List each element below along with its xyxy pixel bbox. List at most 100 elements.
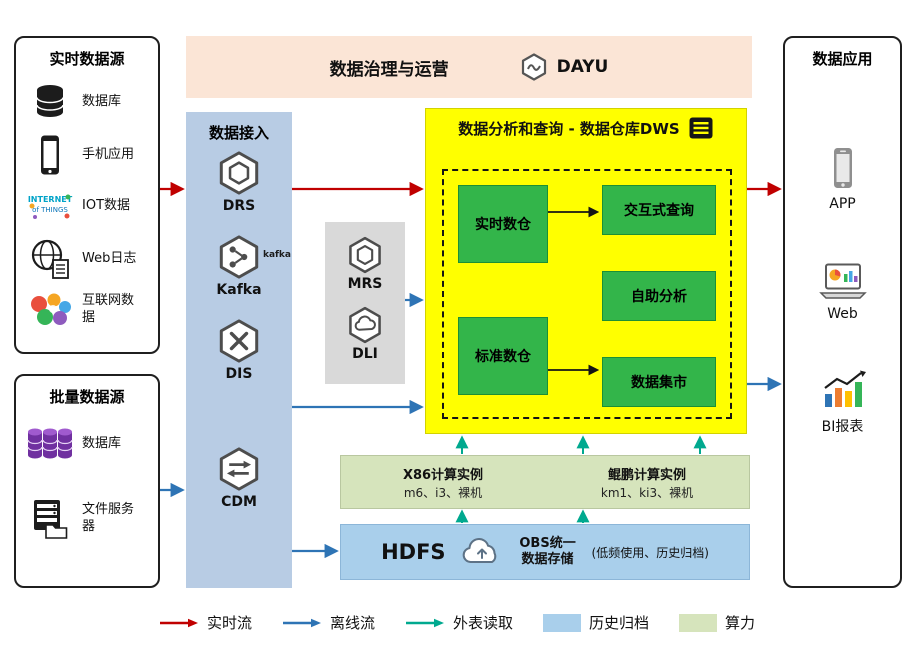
dayu-logo-text: DAYU bbox=[556, 57, 609, 77]
source-item-label: 数据库 bbox=[82, 435, 122, 451]
app-item-label: APP bbox=[829, 196, 856, 212]
kafka-icon bbox=[219, 235, 259, 279]
ingestion-item-label: Kafka bbox=[216, 282, 262, 298]
dws-title-row: 数据分析和查询 - 数据仓库DWS bbox=[426, 116, 746, 140]
source-item-file-server: 文件服务器 bbox=[26, 498, 154, 540]
source-item-label: 文件服务器 bbox=[82, 502, 135, 534]
source-item-database: 数据库 bbox=[26, 82, 154, 122]
source-item-web-log: Web日志 bbox=[26, 238, 154, 280]
source-item-label: Web日志 bbox=[82, 250, 137, 266]
legend-offline-flow: 离线流 bbox=[282, 612, 375, 633]
warehouse-realtime: 实时数仓 bbox=[458, 185, 548, 263]
blue-arrow-icon bbox=[282, 618, 321, 627]
x86-compute-models: m6、i3、裸机 bbox=[403, 485, 483, 500]
kunpeng-compute-models: km1、ki3、裸机 bbox=[600, 485, 694, 500]
file-server-icon bbox=[26, 498, 74, 540]
red-arrow-icon bbox=[159, 618, 198, 627]
realtime-sources-title: 实时数据源 bbox=[49, 50, 125, 68]
kunpeng-compute-title: 鲲鹏计算实例 bbox=[607, 467, 686, 483]
batch-sources-panel: 批量数据源 bbox=[14, 374, 160, 588]
legend-realtime-flow: 实时流 bbox=[159, 612, 252, 633]
governance-title: 数据治理与运营 bbox=[329, 59, 449, 80]
internet-data-icon bbox=[26, 292, 74, 328]
legend-label: 离线流 bbox=[329, 614, 375, 632]
database-stack-icon bbox=[26, 424, 74, 464]
cdm-icon bbox=[219, 447, 259, 491]
service-data-mart: 数据集市 bbox=[602, 357, 716, 407]
warehouse-standard: 标准数仓 bbox=[458, 317, 548, 395]
web-log-icon bbox=[26, 238, 74, 280]
dayu-logo: DAYU bbox=[519, 52, 609, 82]
obs-title: OBS统一数据存储 bbox=[519, 535, 576, 567]
hdfs-label: HDFS bbox=[381, 540, 446, 564]
kafka-wordmark: kafka bbox=[262, 250, 291, 260]
app-item-app: APP bbox=[785, 146, 900, 212]
app-item-web: Web bbox=[785, 262, 900, 322]
source-item-label: IOT数据 bbox=[82, 197, 131, 213]
source-item-iot: INTERNET of THINGS IOT数据 bbox=[26, 188, 154, 224]
archive-swatch bbox=[543, 613, 581, 632]
ingestion-item-label: DRS bbox=[222, 198, 256, 214]
storage-box: HDFS OBS统一数据存储 (低频使用、历史归档) bbox=[340, 524, 750, 580]
app-item-label: BI报表 bbox=[821, 419, 864, 435]
source-item-internet-data: 互联网数据 bbox=[26, 292, 154, 328]
obs-note: (低频使用、历史归档) bbox=[591, 545, 709, 560]
ingestion-column: 数据接入 DRS kafka Kafka bbox=[186, 112, 292, 588]
source-item-batch-database: 数据库 bbox=[26, 424, 154, 464]
mrs-icon bbox=[349, 236, 381, 274]
governance-banner: 数据治理与运营 DAYU bbox=[186, 36, 752, 98]
processing-item-label: DLI bbox=[352, 346, 378, 362]
applications-panel: 数据应用 APP Web bbox=[783, 36, 902, 588]
x86-compute: X86计算实例 m6、i3、裸机 bbox=[341, 456, 545, 508]
drs-icon bbox=[219, 151, 259, 195]
processing-item-mrs: MRS bbox=[325, 236, 405, 292]
web-monitor-icon bbox=[818, 263, 867, 299]
ingestion-item-cdm: CDM bbox=[186, 446, 292, 510]
compute-instances-box: X86计算实例 m6、i3、裸机 鲲鹏计算实例 km1、ki3、裸机 bbox=[340, 455, 750, 509]
processing-item-dli: DLI bbox=[325, 306, 405, 362]
realtime-sources-panel: 实时数据源 数据库 手机应用 bbox=[14, 36, 160, 354]
ingestion-item-kafka: kafka Kafka bbox=[186, 234, 292, 298]
dws-report-icon bbox=[689, 117, 713, 139]
service-self-analysis: 自助分析 bbox=[602, 271, 716, 321]
legend-label: 算力 bbox=[725, 614, 756, 632]
applications-title: 数据应用 bbox=[812, 50, 873, 68]
compute-swatch bbox=[679, 613, 718, 632]
ingestion-title: 数据接入 bbox=[208, 124, 269, 142]
legend-label: 实时流 bbox=[206, 614, 252, 632]
dis-icon bbox=[219, 319, 259, 363]
processing-box: MRS DLI bbox=[325, 222, 405, 384]
legend-label: 外表读取 bbox=[452, 614, 513, 632]
dws-inner-border bbox=[442, 169, 732, 419]
legend-label: 历史归档 bbox=[589, 614, 650, 632]
dayu-icon bbox=[521, 53, 546, 81]
app-icon bbox=[833, 148, 852, 188]
iot-icon: INTERNET of THINGS bbox=[26, 188, 74, 224]
ingestion-item-label: CDM bbox=[221, 494, 257, 510]
svg-text:INTERNET: INTERNET bbox=[28, 195, 73, 204]
bi-report-icon bbox=[823, 370, 866, 407]
teal-arrow-icon bbox=[405, 618, 444, 627]
svg-text:of THINGS: of THINGS bbox=[32, 206, 68, 214]
kunpeng-compute: 鲲鹏计算实例 km1、ki3、裸机 bbox=[545, 456, 749, 508]
processing-item-label: MRS bbox=[347, 276, 383, 292]
legend-compute-power: 算力 bbox=[679, 612, 755, 633]
legend: 实时流 离线流 外表读取 历史归档 算力 bbox=[0, 612, 914, 633]
x86-compute-title: X86计算实例 bbox=[402, 467, 484, 483]
database-icon bbox=[26, 82, 74, 122]
ingestion-item-drs: DRS bbox=[186, 150, 292, 214]
dws-box: 数据分析和查询 - 数据仓库DWS 实时数仓 标准数仓 交互式查询 自助分析 数… bbox=[425, 108, 747, 434]
legend-external-read: 外表读取 bbox=[405, 612, 513, 633]
source-item-mobile-app: 手机应用 bbox=[26, 134, 154, 176]
service-interactive-query: 交互式查询 bbox=[602, 185, 716, 235]
batch-sources-title: 批量数据源 bbox=[49, 388, 125, 406]
dws-title: 数据分析和查询 - 数据仓库DWS bbox=[458, 119, 680, 138]
source-item-label: 互联网数据 bbox=[82, 293, 135, 325]
source-item-label: 手机应用 bbox=[82, 146, 135, 162]
ingestion-item-label: DIS bbox=[225, 366, 253, 382]
source-item-label: 数据库 bbox=[82, 93, 122, 109]
ingestion-item-dis: DIS bbox=[186, 318, 292, 382]
obs-cloud-icon bbox=[462, 538, 496, 563]
phone-icon bbox=[26, 134, 74, 176]
